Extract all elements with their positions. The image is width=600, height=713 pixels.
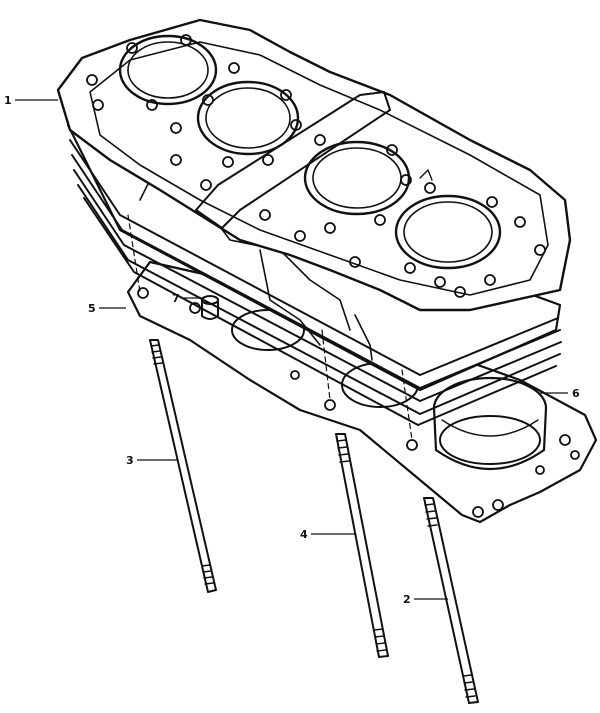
callout-5: 5 (88, 302, 126, 315)
callout-label-5: 5 (88, 302, 96, 315)
callout-label-2: 2 (403, 593, 411, 606)
callout-7: 7 (172, 292, 202, 305)
callout-6: 6 (540, 387, 580, 400)
callout-1: 1 (4, 94, 58, 107)
callout-4: 4 (300, 528, 355, 541)
stud-right (423, 497, 479, 704)
callout-3: 3 (126, 454, 178, 467)
callout-label-1: 1 (4, 94, 12, 107)
callout-label-6: 6 (572, 387, 580, 400)
callout-label-3: 3 (126, 454, 134, 467)
cylinder-block (56, 18, 572, 441)
callout-2: 2 (403, 593, 448, 606)
cylinder-sleeve-ring (432, 376, 548, 471)
callout-label-7: 7 (172, 292, 180, 305)
stud-long-left (149, 339, 217, 593)
stud-center (335, 433, 389, 658)
callout-label-4: 4 (300, 528, 308, 541)
